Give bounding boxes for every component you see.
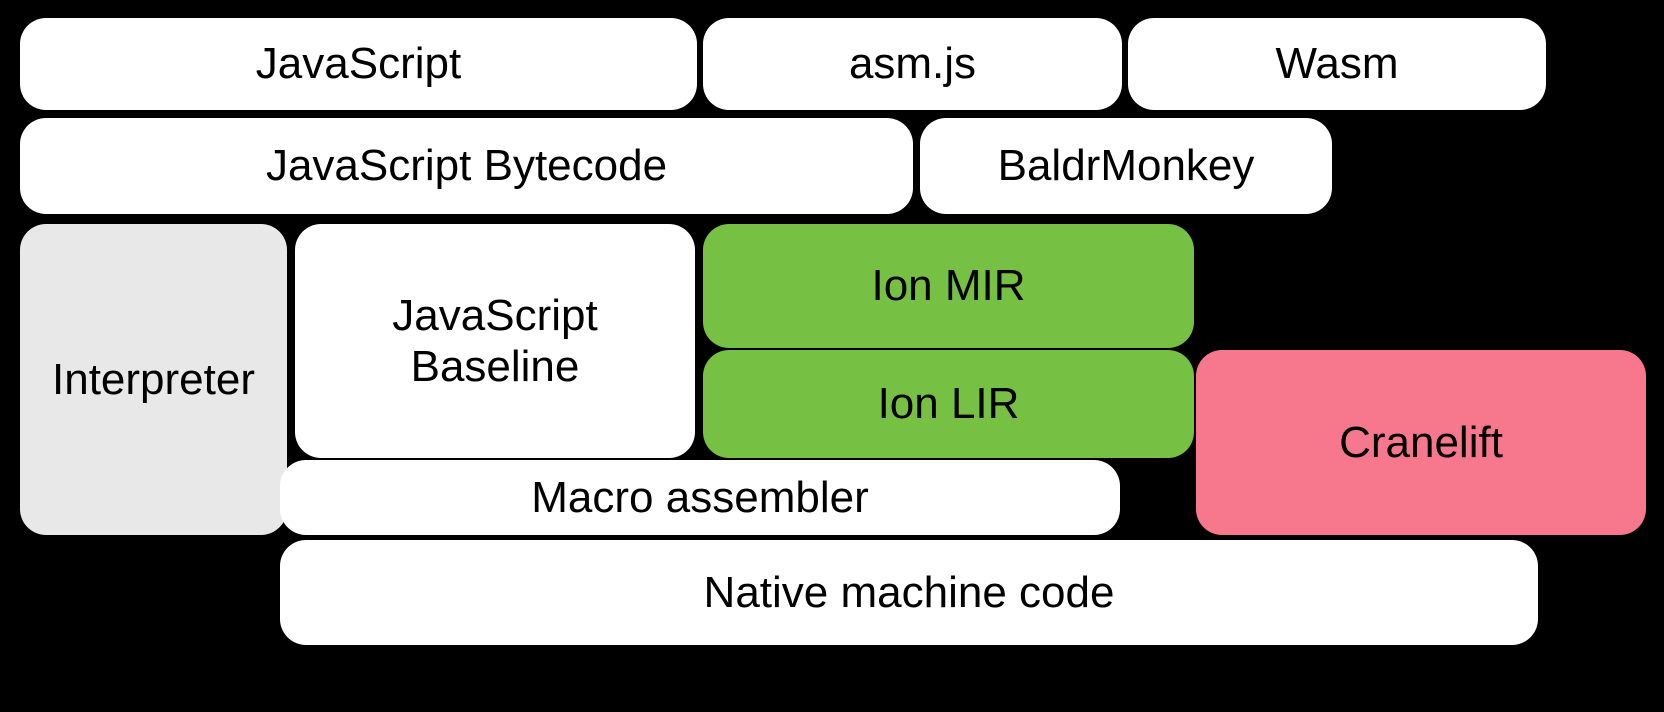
node-javascript: JavaScript: [20, 18, 697, 110]
node-asm-js: asm.js: [703, 18, 1122, 110]
node-macro-assembler: Macro assembler: [280, 460, 1120, 535]
node-javascript-baseline: JavaScript Baseline: [295, 224, 695, 458]
node-native-machine-code: Native machine code: [280, 540, 1538, 645]
node-ion-mir: Ion MIR: [703, 224, 1194, 348]
node-javascript-bytecode: JavaScript Bytecode: [20, 118, 913, 214]
node-wasm: Wasm: [1128, 18, 1546, 110]
node-interpreter: Interpreter: [20, 224, 287, 535]
node-cranelift: Cranelift: [1196, 350, 1646, 535]
node-baldrmonkey: BaldrMonkey: [920, 118, 1332, 214]
node-ion-lir: Ion LIR: [703, 350, 1194, 458]
